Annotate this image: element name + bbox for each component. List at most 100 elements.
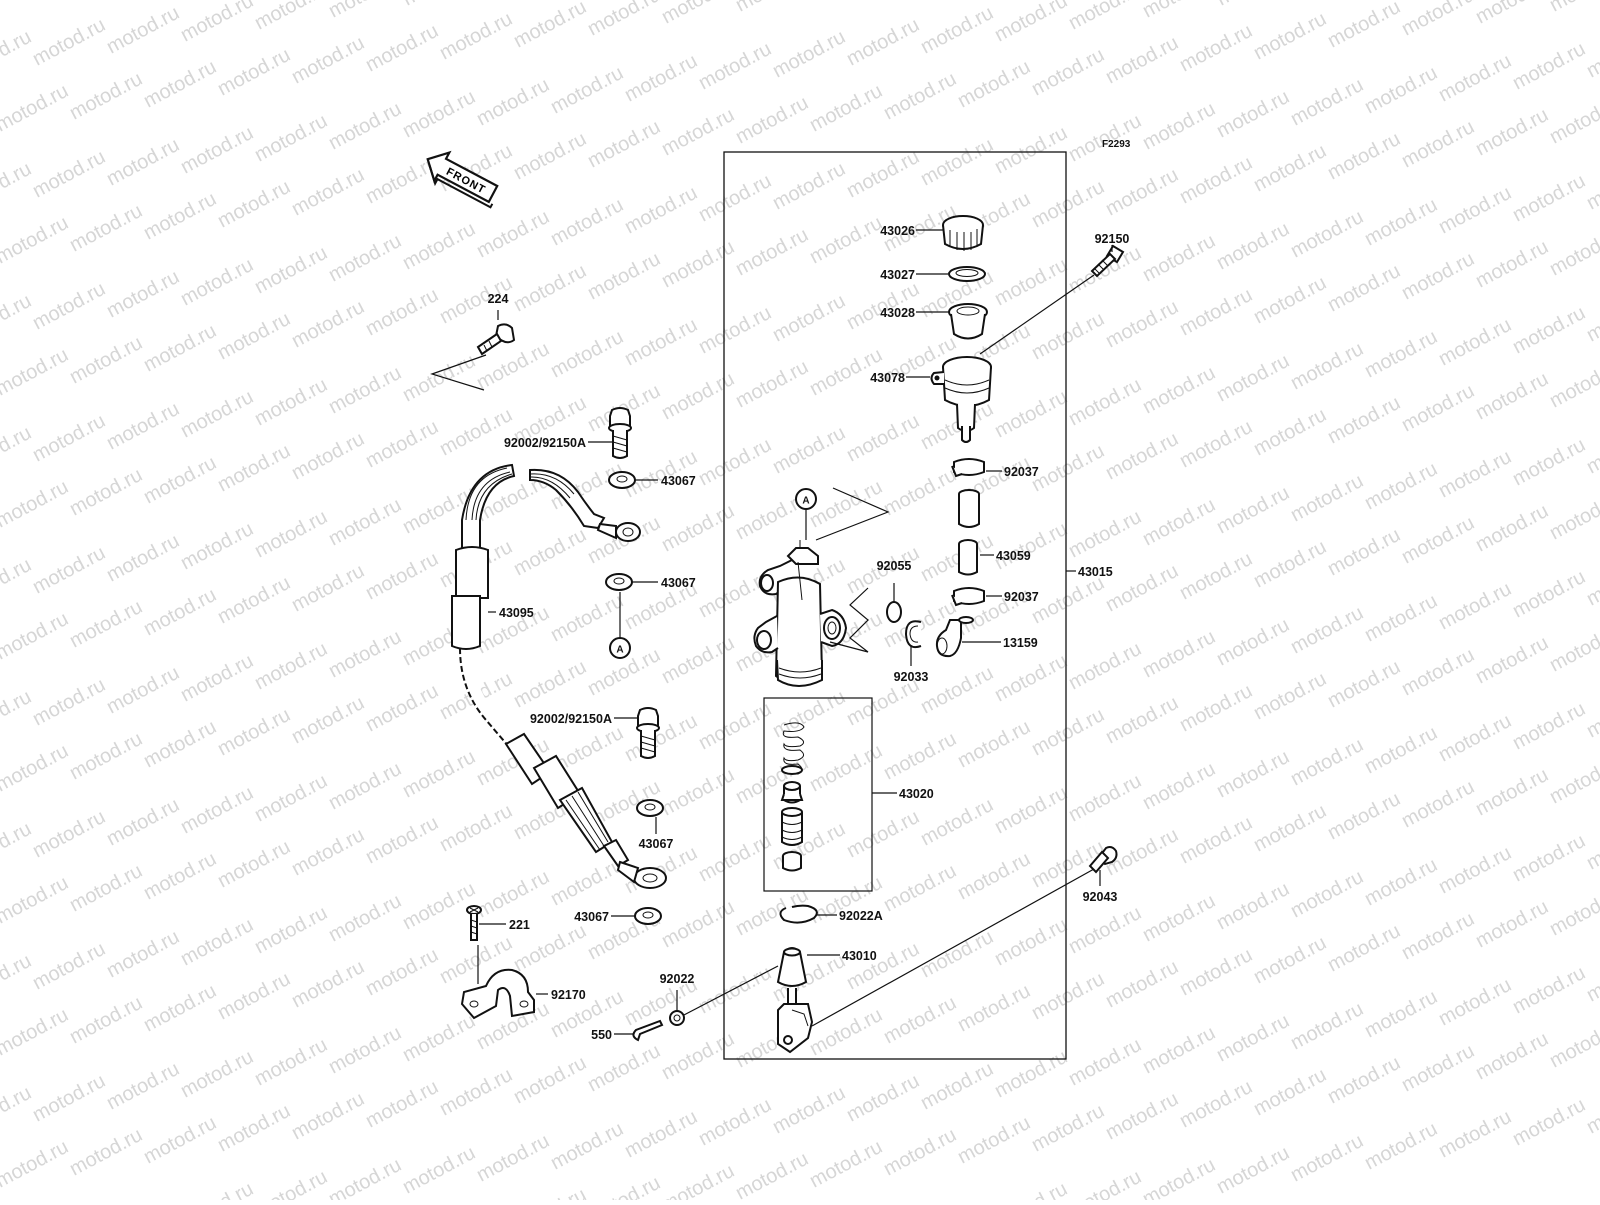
watermark-text: motod.ru (1509, 962, 1589, 1018)
watermark-text: motod.ru (1398, 512, 1478, 568)
watermark-text: motod.ru (991, 518, 1071, 574)
watermark-text: motod.ru (1176, 812, 1256, 868)
watermark-text: motod.ru (1102, 956, 1182, 1012)
watermark-text: motod.ru (66, 1124, 146, 1180)
watermark-text: motod.ru (917, 530, 997, 586)
label-92037-bottom: 92037 (1004, 590, 1039, 604)
watermark-text: motod.ru (1435, 974, 1515, 1030)
watermark-text: motod.ru (880, 992, 960, 1048)
watermark-text: motod.ru (1361, 854, 1441, 910)
watermark-text: motod.ru (695, 830, 775, 886)
part-43067-washer-1 (608, 471, 636, 489)
label-43010: 43010 (842, 949, 877, 963)
watermark-text: motod.ru (251, 242, 331, 298)
part-221-screw (466, 905, 482, 941)
watermark-text: motod.ru (362, 416, 442, 472)
watermark-text: motod.ru (362, 680, 442, 736)
watermark-text: motod.ru (325, 1022, 405, 1078)
watermark-text: motod.ru (695, 1094, 775, 1150)
part-92055-oring (886, 601, 902, 623)
label-43067-4: 43067 (574, 910, 609, 924)
leader-a-body (805, 487, 890, 541)
watermark-text: motod.ru (1287, 338, 1367, 394)
watermark-text: motod.ru (1398, 0, 1478, 40)
part-92033-circlip (904, 620, 922, 649)
watermark-text: motod.ru (1176, 284, 1256, 340)
watermark-text: motod.ru (1472, 632, 1552, 688)
watermark-text: motod.ru (399, 0, 479, 10)
part-43010-pushrod (776, 947, 814, 1054)
watermark-text: motod.ru (1398, 380, 1478, 436)
watermark-text: motod.ru (436, 8, 516, 64)
part-224-screw (476, 323, 516, 356)
watermark-text: motod.ru (362, 284, 442, 340)
watermark-text: motod.ru (1287, 734, 1367, 790)
watermark-text: motod.ru (1546, 0, 1600, 16)
watermark-text: motod.ru (1102, 32, 1182, 88)
watermark-text: motod.ru (584, 248, 664, 304)
watermark-text: motod.ru (917, 926, 997, 982)
watermark-text: motod.ru (806, 476, 886, 532)
watermark-text: motod.ru (177, 782, 257, 838)
watermark-text: motod.ru (806, 1004, 886, 1060)
watermark-text: motod.ru (473, 1130, 553, 1186)
watermark-text: motod.ru (806, 1136, 886, 1192)
part-43020-piston-kit (780, 722, 805, 872)
watermark-text: motod.ru (1139, 362, 1219, 418)
watermark-text: motod.ru (658, 896, 738, 952)
watermark-text: motod.ru (510, 524, 590, 580)
watermark-text: motod.ru (991, 782, 1071, 838)
watermark-text: motod.ru (1509, 1094, 1589, 1150)
watermark-text: motod.ru (1509, 38, 1589, 94)
watermark-text: motod.ru (1028, 704, 1108, 760)
watermark-text: motod.ru (1509, 698, 1589, 754)
watermark-text: motod.ru (954, 56, 1034, 112)
watermark-text: motod.ru (1287, 602, 1367, 658)
watermark-text: motod.ru (954, 980, 1034, 1036)
watermark-text: motod.ru (251, 638, 331, 694)
watermark-text: motod.ru (695, 38, 775, 94)
watermark-text: motod.ru (103, 266, 183, 322)
part-92022A-circlip (779, 904, 818, 924)
watermark-text: motod.ru (1250, 536, 1330, 592)
watermark-text: motod.ru (103, 134, 183, 190)
watermark-text: motod.ru (251, 0, 331, 34)
watermark-text: motod.ru (1176, 548, 1256, 604)
watermark-text: motod.ru (621, 50, 701, 106)
watermark-text: motod.ru (510, 1184, 590, 1200)
watermark-text: motod.ru (1102, 164, 1182, 220)
watermark-text: motod.ru (1250, 140, 1330, 196)
part-92022-washer (669, 1010, 685, 1026)
watermark-text: motod.ru (362, 20, 442, 76)
watermark-text: motod.ru (362, 1076, 442, 1132)
watermark-text: motod.ru (66, 332, 146, 388)
watermark-text: motod.ru (1546, 620, 1600, 676)
watermark-text: motod.ru (1324, 128, 1404, 184)
watermark-text: motod.ru (325, 230, 405, 286)
watermark-text: motod.ru (140, 848, 220, 904)
watermark-text: motod.ru (288, 824, 368, 880)
watermark-text: motod.ru (1028, 1100, 1108, 1156)
label-92170: 92170 (551, 988, 586, 1002)
label-92022: 92022 (660, 972, 695, 986)
watermark-text: motod.ru (880, 464, 960, 520)
label-43059: 43059 (996, 549, 1031, 563)
watermark-text: motod.ru (991, 254, 1071, 310)
label-43067-1: 43067 (661, 474, 696, 488)
watermark-text: motod.ru (769, 422, 849, 478)
watermark-text: motod.ru (510, 0, 590, 52)
watermark-text: motod.ru (880, 68, 960, 124)
watermark-text: motod.ru (547, 326, 627, 382)
watermark-text: motod.ru (1250, 1064, 1330, 1120)
watermark-text: motod.ru (1324, 1052, 1404, 1108)
watermark-text: motod.ru (1176, 416, 1256, 472)
watermark-text: motod.ru (1546, 884, 1600, 940)
watermark-text: motod.ru (214, 704, 294, 760)
watermark-text: motod.ru (1324, 260, 1404, 316)
svg-text:A: A (616, 645, 623, 656)
watermark-text: motod.ru (1324, 524, 1404, 580)
watermark-text: motod.ru (769, 290, 849, 346)
watermark-text: motod.ru (0, 0, 72, 4)
watermark-text: motod.ru (806, 740, 886, 796)
label-43026: 43026 (880, 224, 915, 238)
